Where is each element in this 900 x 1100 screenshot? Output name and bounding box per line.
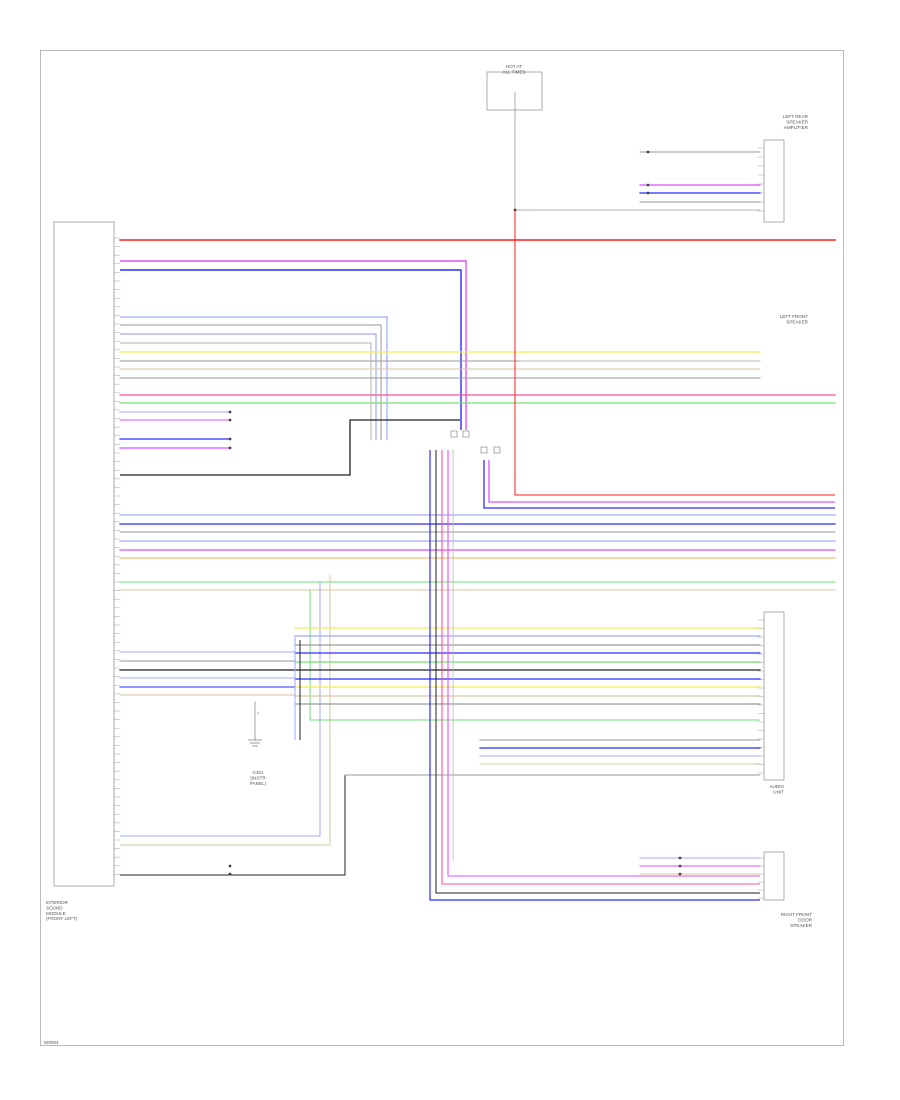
center-ground-caption: (INSTR xyxy=(250,775,266,780)
main-module-box xyxy=(53,221,115,887)
signal-wire xyxy=(120,316,388,440)
component-layer xyxy=(53,71,785,901)
ground-wire xyxy=(120,775,346,876)
splice-dot xyxy=(228,864,232,868)
right-mid-caption: LEFT FRONT xyxy=(780,314,808,319)
signal-wire xyxy=(120,342,372,440)
connector-icon xyxy=(480,446,488,454)
connector-icon xyxy=(462,430,470,438)
splice-dot xyxy=(228,437,232,441)
splice-dot xyxy=(678,872,682,876)
signal-wire xyxy=(120,324,382,440)
bottom-right-caption: DOOR xyxy=(798,917,812,922)
audio-unit-caption: AUDIO xyxy=(769,784,784,789)
signal-wire xyxy=(120,269,462,430)
signal-wire xyxy=(309,590,760,721)
splice-dot xyxy=(678,856,682,860)
main-module-caption: (FRONT LEFT) xyxy=(46,916,78,921)
splice-dot xyxy=(228,418,232,422)
connector-icon xyxy=(493,446,501,454)
center-ground-caption: G301 xyxy=(252,770,264,775)
right-top-caption: SPEAKER xyxy=(786,119,808,124)
trunk-wire xyxy=(429,450,760,901)
bottom-right-connector-box xyxy=(763,851,785,901)
diagram-frame xyxy=(40,50,844,1046)
wire-layer xyxy=(113,91,836,901)
signal-wire xyxy=(120,260,467,430)
top-fuse-caption: ALL TIMES xyxy=(502,69,525,74)
signal-wire xyxy=(488,460,835,503)
right-mid-caption: SPEAKER xyxy=(786,319,808,324)
top-fuse-box xyxy=(486,71,543,111)
splice-dot xyxy=(678,864,682,868)
audio-unit-box xyxy=(763,611,785,781)
footer-code: W0004 xyxy=(44,1040,59,1045)
signal-wire xyxy=(483,460,835,509)
right-top-connector-box xyxy=(763,139,785,223)
trunk-wire xyxy=(441,450,760,885)
signal-wire xyxy=(120,575,331,846)
splice-dot xyxy=(228,446,232,450)
splice-dot xyxy=(646,191,650,195)
right-top-caption: LEFT REAR xyxy=(783,114,809,119)
splice-dot xyxy=(646,150,650,154)
power-wire xyxy=(514,210,835,496)
splice-dot xyxy=(646,183,650,187)
trunk-wire xyxy=(435,450,760,894)
top-fuse-caption: HOT AT xyxy=(506,64,522,69)
connector-icon xyxy=(450,430,458,438)
splice-dot xyxy=(228,410,232,414)
center-ground-caption: PANEL) xyxy=(250,781,267,786)
right-top-caption: AMPLIFIER xyxy=(784,125,809,130)
signal-wire xyxy=(120,582,321,837)
signal-wire xyxy=(120,333,377,440)
shield-wire xyxy=(120,419,460,476)
main-module-caption: INTERIOR xyxy=(46,900,69,905)
bottom-right-caption: SPEAKER xyxy=(790,923,812,928)
audio-unit-caption: UNIT xyxy=(773,789,784,794)
main-module-caption: MODULE xyxy=(46,911,66,916)
splice-dot xyxy=(228,872,232,876)
ground-icon xyxy=(248,739,262,747)
trunk-wire xyxy=(447,450,760,877)
main-module-caption: SOUND xyxy=(46,905,63,910)
bottom-right-caption: RIGHT FRONT xyxy=(781,912,812,917)
